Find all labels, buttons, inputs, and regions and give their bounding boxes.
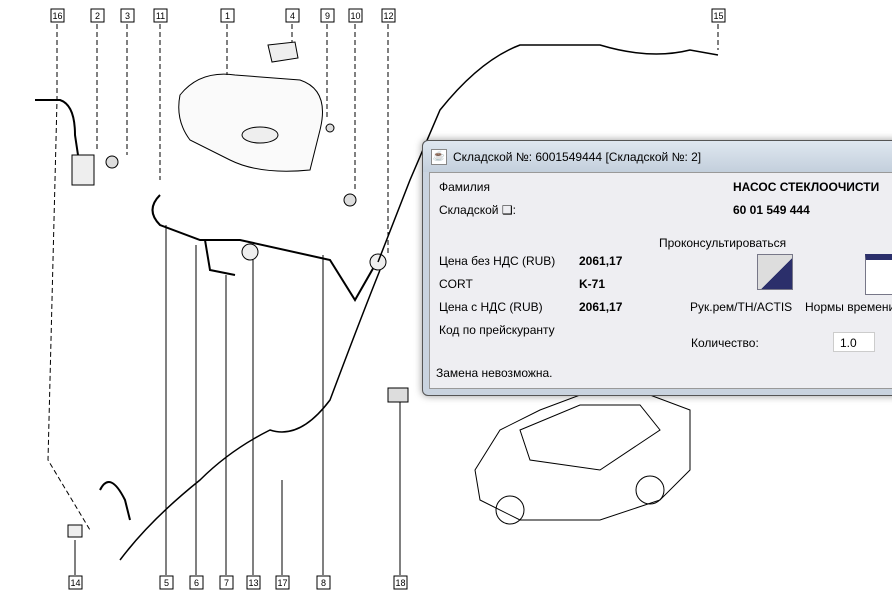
java-app-icon: ☕ [431,148,447,165]
svg-text:4: 4 [290,11,295,21]
svg-text:7: 7 [224,578,229,588]
status-text: Замена невозможна. [436,366,553,380]
repair-manual-wrench-icon[interactable] [757,254,793,290]
svg-text:18: 18 [395,578,405,588]
consult-label: Проконсультироваться [659,236,787,250]
part-number-value: 60 01 549 444 [733,203,810,217]
svg-text:9: 9 [325,11,330,21]
time-norms-label[interactable]: Нормы времени [805,300,892,314]
callout-1: 1 [220,8,235,23]
callout-9: 9 [320,8,335,23]
quantity-input[interactable]: 1.0 [833,332,875,352]
price-vat-value: 2061,17 [579,300,623,314]
price-vat-label: Цена с НДС (RUB) [439,300,543,314]
dialog-titlebar[interactable]: ☕ Складской №: 6001549444 [Складской №: … [423,141,892,172]
price-net-label: Цена без НДС (RUB) [439,254,556,268]
callout-7: 7 [219,575,234,590]
svg-text:14: 14 [70,578,80,588]
callout-13: 13 [246,575,261,590]
svg-text:17: 17 [277,578,287,588]
svg-text:8: 8 [321,578,326,588]
callout-6: 6 [189,575,204,590]
time-norms-clock-icon[interactable] [865,254,892,295]
dialog-title: Складской №: 6001549444 [Складской №: 2] [453,149,702,164]
svg-text:13: 13 [248,578,258,588]
callout-4: 4 [285,8,300,23]
callout-10: 10 [348,8,363,23]
callout-2: 2 [90,8,105,23]
cort-value: K-71 [579,277,606,291]
callout-14: 14 [68,575,83,590]
svg-text:1: 1 [225,11,230,21]
callout-5: 5 [159,575,174,590]
name-value: НАСОС СТЕКЛООЧИСТИ [733,180,880,194]
svg-text:16: 16 [52,11,62,21]
svg-text:5: 5 [164,578,169,588]
callout-3: 3 [120,8,135,23]
svg-text:6: 6 [194,578,199,588]
repair-manual-label[interactable]: Рук.рем/TH/ACTIS [690,300,793,314]
callout-12: 12 [381,8,396,23]
quantity-label: Количество: [691,336,759,350]
part-number-label: Складской ❑: [439,203,516,217]
callout-18: 18 [393,575,408,590]
callout-17: 17 [275,575,290,590]
callout-11: 11 [153,8,168,23]
callout-15: 15 [711,8,726,23]
price-net-value: 2061,17 [579,254,623,268]
svg-text:12: 12 [383,11,393,21]
svg-text:3: 3 [125,11,130,21]
part-info-dialog: ☕ Складской №: 6001549444 [Складской №: … [422,140,892,396]
svg-text:10: 10 [350,11,360,21]
pricelist-code-label: Код по прейскуранту [439,323,555,337]
callout-16: 16 [50,8,65,23]
svg-text:11: 11 [156,11,165,21]
svg-text:15: 15 [713,11,723,21]
callout-8: 8 [316,575,331,590]
cort-label: CORT [439,277,473,291]
dialog-body: Фамилия НАСОС СТЕКЛООЧИСТИ Складской ❑: … [429,172,892,389]
name-label: Фамилия [439,180,490,194]
svg-text:2: 2 [95,11,100,21]
